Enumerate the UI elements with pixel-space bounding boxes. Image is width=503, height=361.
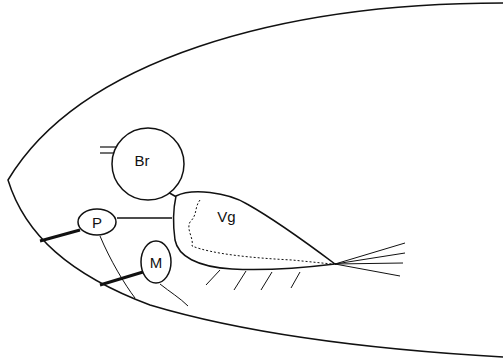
ganglion-shape: Vg [172, 188, 337, 272]
node-label: P [92, 215, 102, 230]
nerve-line [291, 272, 300, 288]
nerve-line [335, 263, 403, 264]
outline [141, 241, 171, 283]
outline [78, 209, 116, 235]
nerve-line [261, 272, 272, 290]
ganglion-oval: M [140, 240, 172, 284]
nerve-line [206, 270, 220, 285]
nerve-connector [117, 217, 172, 219]
node-outline [172, 188, 337, 272]
thick-nerve [40, 230, 80, 241]
node-label: Vg [217, 208, 235, 223]
nerve-line [335, 253, 405, 264]
body-outline [8, 3, 503, 357]
node-label: Br [135, 153, 150, 168]
ganglion-oval: P [77, 208, 117, 236]
outline [112, 128, 184, 200]
node-label: M [150, 255, 163, 270]
dotted-tract [189, 200, 332, 264]
outline [174, 192, 335, 270]
nerve-line [160, 284, 188, 306]
brain-circle: Br [111, 127, 185, 201]
nerve-line [335, 243, 405, 264]
nerve-line [335, 264, 400, 276]
nerve-line [234, 271, 246, 290]
nerve-line [100, 236, 135, 298]
